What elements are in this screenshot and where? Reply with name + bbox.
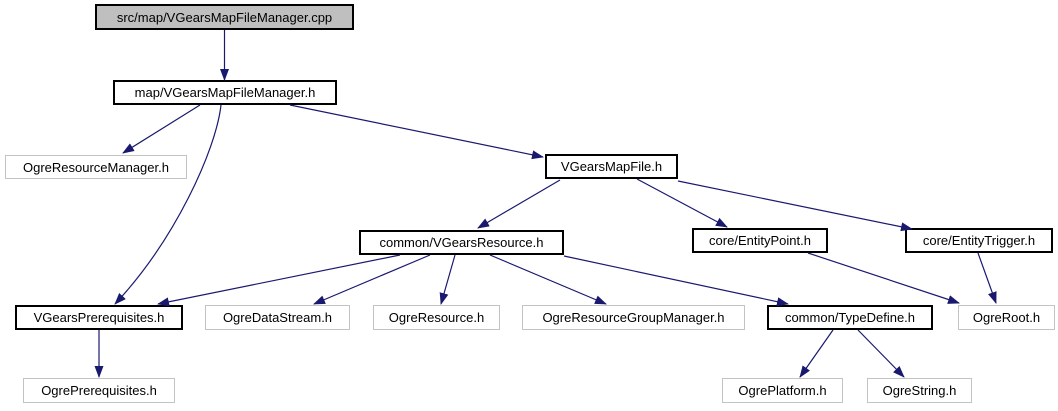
edge-map-vgearsmapfilemanager-h-to-vgearsprerequisites-h xyxy=(114,104,222,305)
edge-common-vgearsresource-h-to-vgearsprerequisites-h xyxy=(157,254,401,307)
node-common-vgearsresource-h[interactable]: common/VGearsResource.h xyxy=(359,230,564,255)
node-common-typedefine-h[interactable]: common/TypeDefine.h xyxy=(767,305,933,330)
edge-core-entitytrigger-h-to-ogreroot-h xyxy=(977,252,997,304)
edge-common-vgearsresource-h-to-ogredatastream-h xyxy=(313,254,431,305)
node-ogrestring-h: OgreString.h xyxy=(867,378,972,403)
edge-common-typedefine-h-to-ogrestring-h xyxy=(857,329,905,378)
edge-common-typedefine-h-to-ogreplatform-h xyxy=(799,329,834,378)
edge-common-vgearsresource-h-to-ogreresource-h xyxy=(439,254,456,305)
edge-vgearsmapfile-h-to-common-vgearsresource-h xyxy=(477,179,561,229)
node-core-entitypoint-h[interactable]: core/EntityPoint.h xyxy=(692,228,828,253)
node-ogreroot-h: OgreRoot.h xyxy=(958,305,1055,330)
node-map-vgearsmapfilemanager-h[interactable]: map/VGearsMapFileManager.h xyxy=(113,80,337,105)
edge-common-vgearsresource-h-to-ogreresourcegroupmanager-h xyxy=(489,254,607,305)
node-ogredatastream-h: OgreDataStream.h xyxy=(205,305,350,330)
node-ogreplatform-h: OgrePlatform.h xyxy=(722,378,843,403)
node-src-map-vgearsmapfilemanager-cpp: src/map/VGearsMapFileManager.cpp xyxy=(95,4,354,30)
edge-map-vgearsmapfilemanager-h-to-vgearsmapfile-h xyxy=(289,104,544,160)
node-ogreresource-h: OgreResource.h xyxy=(373,305,500,330)
node-ogreprerequisites-h: OgrePrerequisites.h xyxy=(23,378,175,403)
edge-vgearsmapfile-h-to-core-entitypoint-h xyxy=(636,178,728,228)
edge-common-vgearsresource-h-to-common-typedefine-h xyxy=(563,255,789,307)
node-vgearsmapfile-h[interactable]: VGearsMapFile.h xyxy=(545,154,678,179)
node-core-entitytrigger-h[interactable]: core/EntityTrigger.h xyxy=(905,228,1053,253)
edge-map-vgearsmapfilemanager-h-to-ogreresourcemanager-h xyxy=(122,104,201,154)
node-ogreresourcegroupmanager-h: OgreResourceGroupManager.h xyxy=(522,305,745,330)
edge-core-entitypoint-h-to-ogreroot-h xyxy=(807,252,960,304)
edge-vgearsmapfile-h-to-core-entitytrigger-h xyxy=(677,180,913,232)
node-vgearsprerequisites-h[interactable]: VGearsPrerequisites.h xyxy=(15,305,183,330)
node-ogreresourcemanager-h: OgreResourceManager.h xyxy=(5,155,187,179)
